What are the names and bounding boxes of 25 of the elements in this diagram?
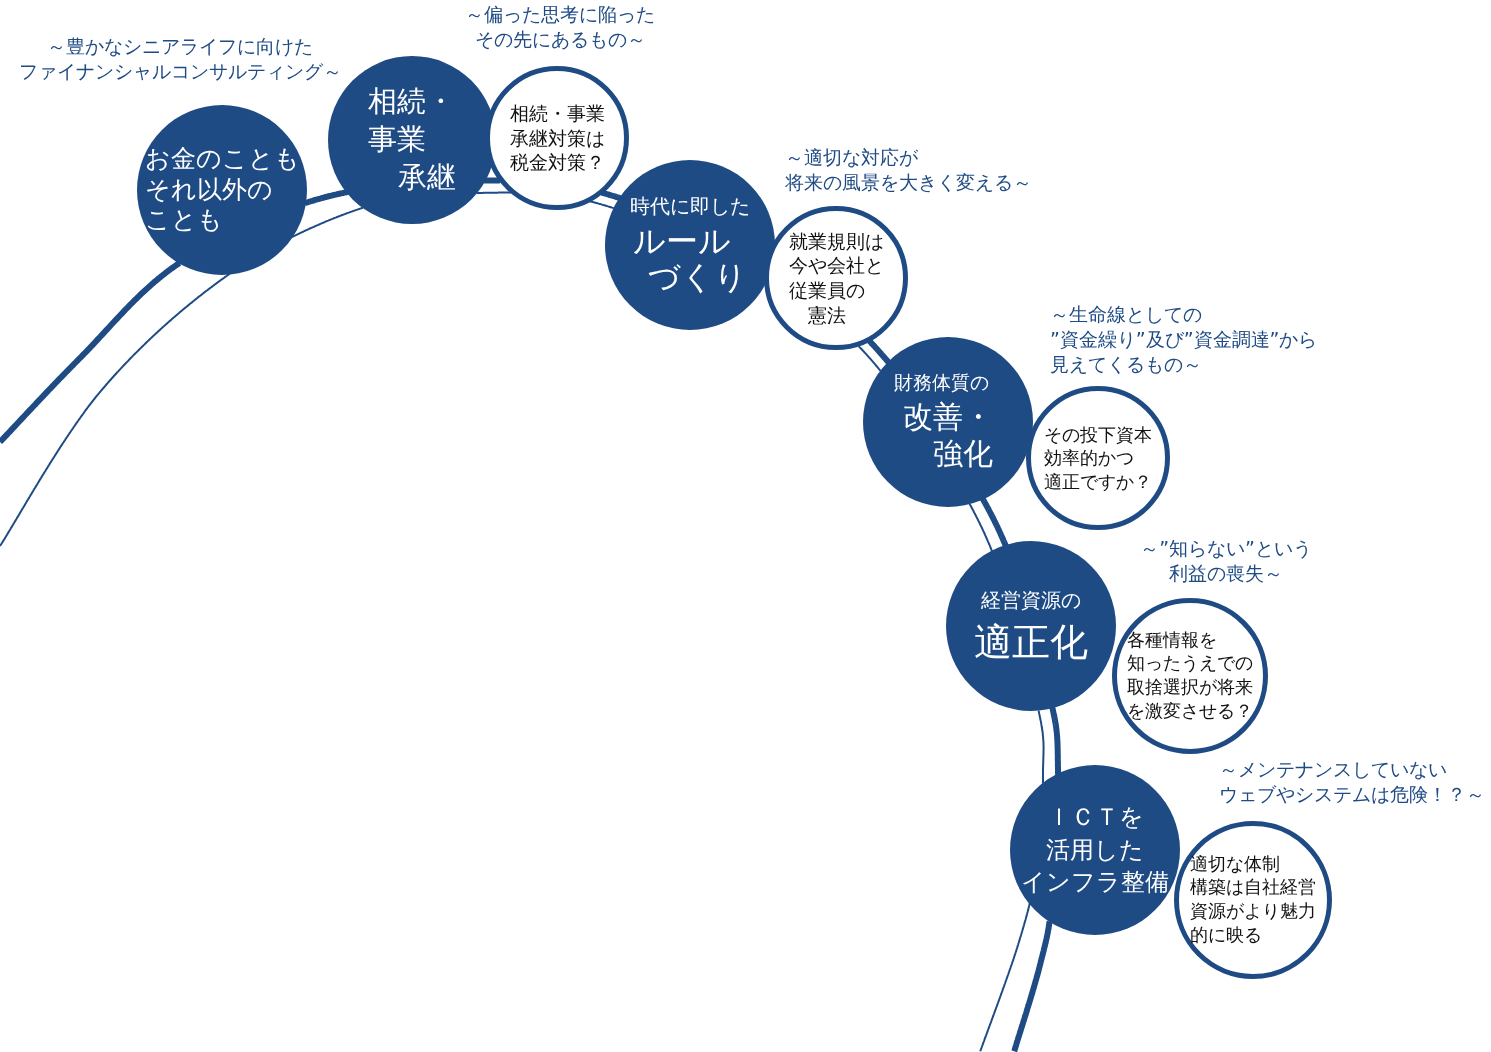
- double-line: [475, 177, 513, 194]
- topic-text: 適正化: [974, 622, 1088, 664]
- double-line: [1037, 706, 1062, 785]
- topic-heading: 時代に即した: [630, 194, 750, 219]
- caption-text: ～適切な対応が将来の風景を大きく変える～: [785, 145, 1032, 195]
- topic-text: 改善・強化: [903, 397, 993, 473]
- topic-heading: 財務体質の: [893, 371, 989, 394]
- double-line: [588, 189, 622, 210]
- caption-text: ～偏った思考に陥ったその先にあるもの～: [465, 2, 655, 52]
- question-text: 就業規則は今や会社と従業員の憲法: [788, 228, 884, 328]
- topic-text: お金のこともそれ以外のことも: [144, 144, 300, 236]
- caption-text: ～生命線としての”資金繰り”及び”資金調達”から見えてくるもの～: [1050, 302, 1318, 377]
- double-line: [857, 338, 891, 372]
- caption-text: ～豊かなシニアライフに向けたファイナンシャルコンサルティング～: [18, 34, 342, 84]
- topic-text: 相続・事業承継: [367, 83, 457, 196]
- topic-heading: 経営資源の: [981, 588, 1081, 613]
- topic-text: ＩＣＴを活用したインフラ整備: [1021, 802, 1169, 899]
- question-text: 相続・事業承継対策は税金対策？: [509, 100, 605, 176]
- question-text: 適切な体制構築は自社経営資源がより魅力的に映る: [1190, 852, 1316, 947]
- question-text: その投下資本効率的かつ適正ですか？: [1044, 422, 1152, 494]
- double-line: [968, 497, 1009, 553]
- topic-text: ルールづくり: [633, 224, 747, 296]
- caption-text: ～”知らない”という利益の喪失～: [1140, 536, 1312, 586]
- question-text: 各種情報を知ったうえでの取捨選択が将来を激変させる？: [1127, 628, 1253, 723]
- caption-text: ～メンテナンスしていないウェブやシステムは危険！？～: [1219, 757, 1485, 807]
